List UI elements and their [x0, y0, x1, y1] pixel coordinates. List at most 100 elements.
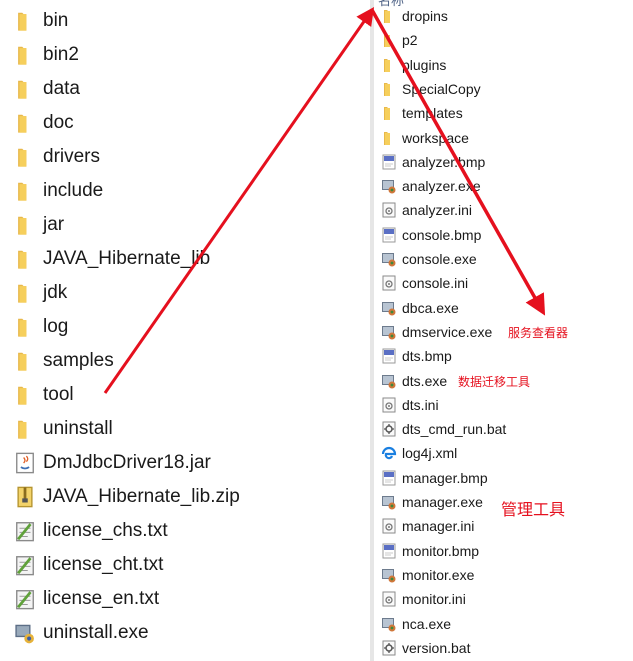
left-file-label: drivers [43, 146, 101, 167]
left-file-label: log [43, 316, 69, 337]
right-file-item[interactable]: manager.exe [374, 491, 629, 513]
right-file-item[interactable]: plugins [374, 54, 629, 76]
config-ini-icon [381, 397, 397, 413]
left-file-item[interactable]: uninstall [0, 414, 360, 444]
left-file-item[interactable]: bin [0, 6, 360, 36]
left-file-item[interactable]: jar [0, 210, 360, 240]
right-file-label: p2 [402, 32, 418, 49]
left-file-item[interactable]: jdk [0, 278, 360, 308]
left-file-item[interactable]: license_en.txt [0, 584, 360, 614]
bitmap-file-icon [381, 470, 397, 486]
right-file-item[interactable]: dts_cmd_run.bat [374, 418, 629, 440]
right-file-item[interactable]: SpecialCopy [374, 78, 629, 100]
zip-archive-icon [14, 486, 36, 508]
left-file-label: JAVA_Hibernate_lib.zip [43, 486, 240, 507]
config-ini-icon [381, 591, 397, 607]
column-header-label: 名称 [378, 0, 405, 8]
right-file-label: console.bmp [402, 226, 482, 243]
left-file-item[interactable]: doc [0, 108, 360, 138]
left-file-item[interactable]: uninstall.exe [0, 618, 360, 648]
right-file-item[interactable]: analyzer.exe [374, 175, 629, 197]
left-file-label: bin2 [43, 44, 79, 65]
right-file-item[interactable]: templates [374, 102, 629, 124]
right-file-item[interactable]: analyzer.ini [374, 199, 629, 221]
right-file-label: dts.bmp [402, 348, 452, 365]
right-file-item[interactable]: dts.exe [374, 370, 629, 392]
left-file-item[interactable]: data [0, 74, 360, 104]
folder-icon [14, 44, 36, 66]
right-file-label: dmservice.exe [402, 323, 493, 340]
left-file-item[interactable]: license_cht.txt [0, 550, 360, 580]
folder-icon [381, 8, 397, 24]
right-file-label: nca.exe [402, 615, 452, 632]
right-file-item[interactable]: monitor.ini [374, 588, 629, 610]
right-file-item[interactable]: workspace [374, 127, 629, 149]
right-file-label: analyzer.exe [402, 178, 481, 195]
right-file-item[interactable]: manager.bmp [374, 467, 629, 489]
left-file-label: uninstall [43, 418, 113, 439]
right-file-item[interactable]: dts.ini [374, 394, 629, 416]
right-file-item[interactable]: p2 [374, 29, 629, 51]
right-file-item[interactable]: dbca.exe [374, 297, 629, 319]
right-file-item[interactable]: nca.exe [374, 613, 629, 635]
right-file-item[interactable]: console.ini [374, 272, 629, 294]
right-file-label: analyzer.ini [402, 202, 473, 219]
folder-icon [14, 214, 36, 236]
java-jar-icon [14, 452, 36, 474]
left-file-item[interactable]: log [0, 312, 360, 342]
right-file-label: dts_cmd_run.bat [402, 421, 507, 438]
right-file-item[interactable]: dts.bmp [374, 345, 629, 367]
left-file-item[interactable]: JAVA_Hibernate_lib.zip [0, 482, 360, 512]
right-file-label: dropins [402, 8, 448, 24]
right-file-label: log4j.xml [402, 445, 458, 462]
right-file-item[interactable]: version.bat [374, 637, 629, 659]
application-exe-icon [381, 616, 397, 632]
left-file-item[interactable]: include [0, 176, 360, 206]
application-exe-icon [381, 567, 397, 583]
right-file-label: dts.exe [402, 372, 448, 389]
right-file-item[interactable]: console.exe [374, 248, 629, 270]
application-exe-icon [381, 494, 397, 510]
folder-icon [14, 78, 36, 100]
right-file-label: manager.ini [402, 518, 475, 535]
left-file-item[interactable]: samples [0, 346, 360, 376]
right-file-item[interactable]: manager.ini [374, 515, 629, 537]
left-file-item[interactable]: license_chs.txt [0, 516, 360, 546]
right-file-label: workspace [402, 129, 469, 146]
left-file-item[interactable]: drivers [0, 142, 360, 172]
config-ini-icon [381, 202, 397, 218]
right-file-item[interactable]: console.bmp [374, 224, 629, 246]
left-file-label: license_chs.txt [43, 520, 168, 541]
folder-icon [14, 316, 36, 338]
folder-icon [14, 350, 36, 372]
column-header-name[interactable]: 名称 [374, 0, 633, 10]
application-exe-icon [381, 373, 397, 389]
right-file-item[interactable]: log4j.xml [374, 442, 629, 464]
installer-exe-icon [14, 622, 36, 644]
left-file-item[interactable]: bin2 [0, 40, 360, 70]
left-file-label: JAVA_Hibernate_lib [43, 248, 211, 269]
left-file-item[interactable]: JAVA_Hibernate_lib [0, 244, 360, 274]
left-file-label: license_cht.txt [43, 554, 164, 575]
text-file-icon [14, 554, 36, 576]
folder-icon [381, 105, 397, 121]
left-file-item[interactable]: tool [0, 380, 360, 410]
folder-icon [381, 57, 397, 73]
left-file-label: bin [43, 10, 69, 31]
right-file-item[interactable]: analyzer.bmp [374, 151, 629, 173]
batch-file-icon [381, 640, 397, 656]
bitmap-file-icon [381, 543, 397, 559]
annotation-data-migration: 数据迁移工具 [458, 375, 531, 389]
left-file-item[interactable]: DmJdbcDriver18.jar [0, 448, 360, 478]
right-file-item[interactable]: monitor.bmp [374, 540, 629, 562]
right-file-item[interactable]: dmservice.exe [374, 321, 629, 343]
bitmap-file-icon [381, 227, 397, 243]
right-file-label: console.ini [402, 275, 469, 292]
right-file-label: manager.bmp [402, 469, 488, 486]
application-exe-icon [381, 300, 397, 316]
right-file-item[interactable]: monitor.exe [374, 564, 629, 586]
text-file-icon [14, 520, 36, 542]
folder-icon [14, 146, 36, 168]
text-file-icon [14, 588, 36, 610]
